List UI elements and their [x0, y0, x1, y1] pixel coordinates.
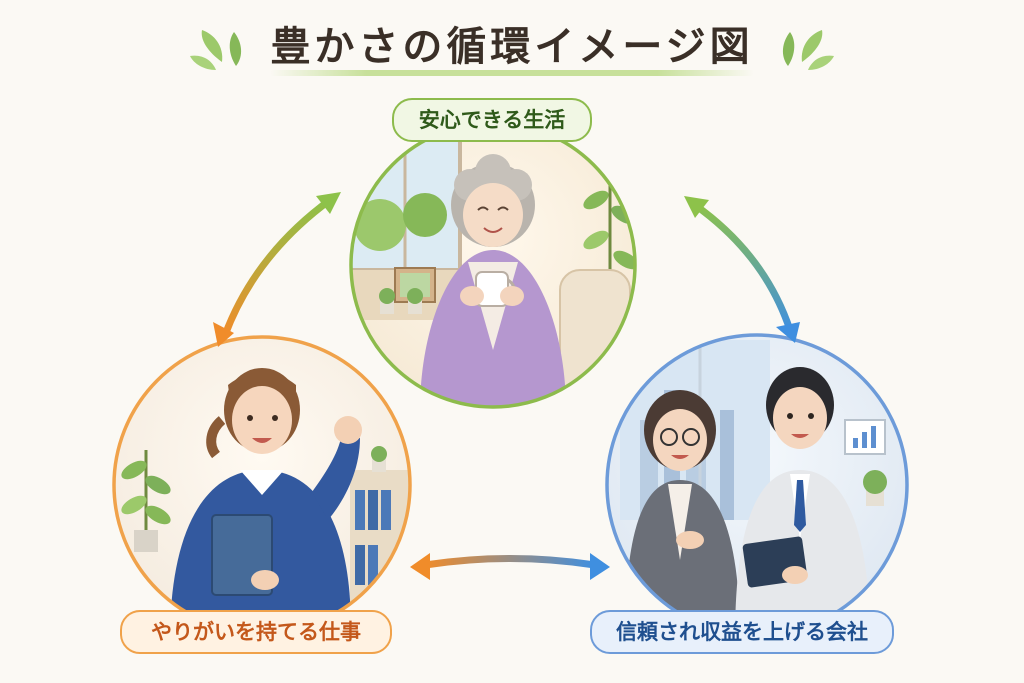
title-underline — [270, 70, 754, 76]
bidirectional-arrow-icon — [213, 192, 341, 347]
page-title: 豊かさの循環イメージ図 — [270, 24, 754, 70]
left-node-illustration — [112, 335, 412, 635]
right-node-illustration — [605, 333, 909, 637]
leaf-icon — [190, 30, 242, 70]
bidirectional-arrow-icon — [684, 196, 800, 343]
leaf-icon — [782, 30, 834, 70]
top-node-illustration — [349, 121, 637, 409]
node-label-trusted-company: 信頼され収益を上げる会社 — [590, 610, 894, 654]
node-label-secure-life: 安心できる生活 — [392, 98, 592, 142]
node-label-rewarding-work: やりがいを持てる仕事 — [120, 610, 392, 654]
bidirectional-arrow-icon — [410, 553, 610, 580]
